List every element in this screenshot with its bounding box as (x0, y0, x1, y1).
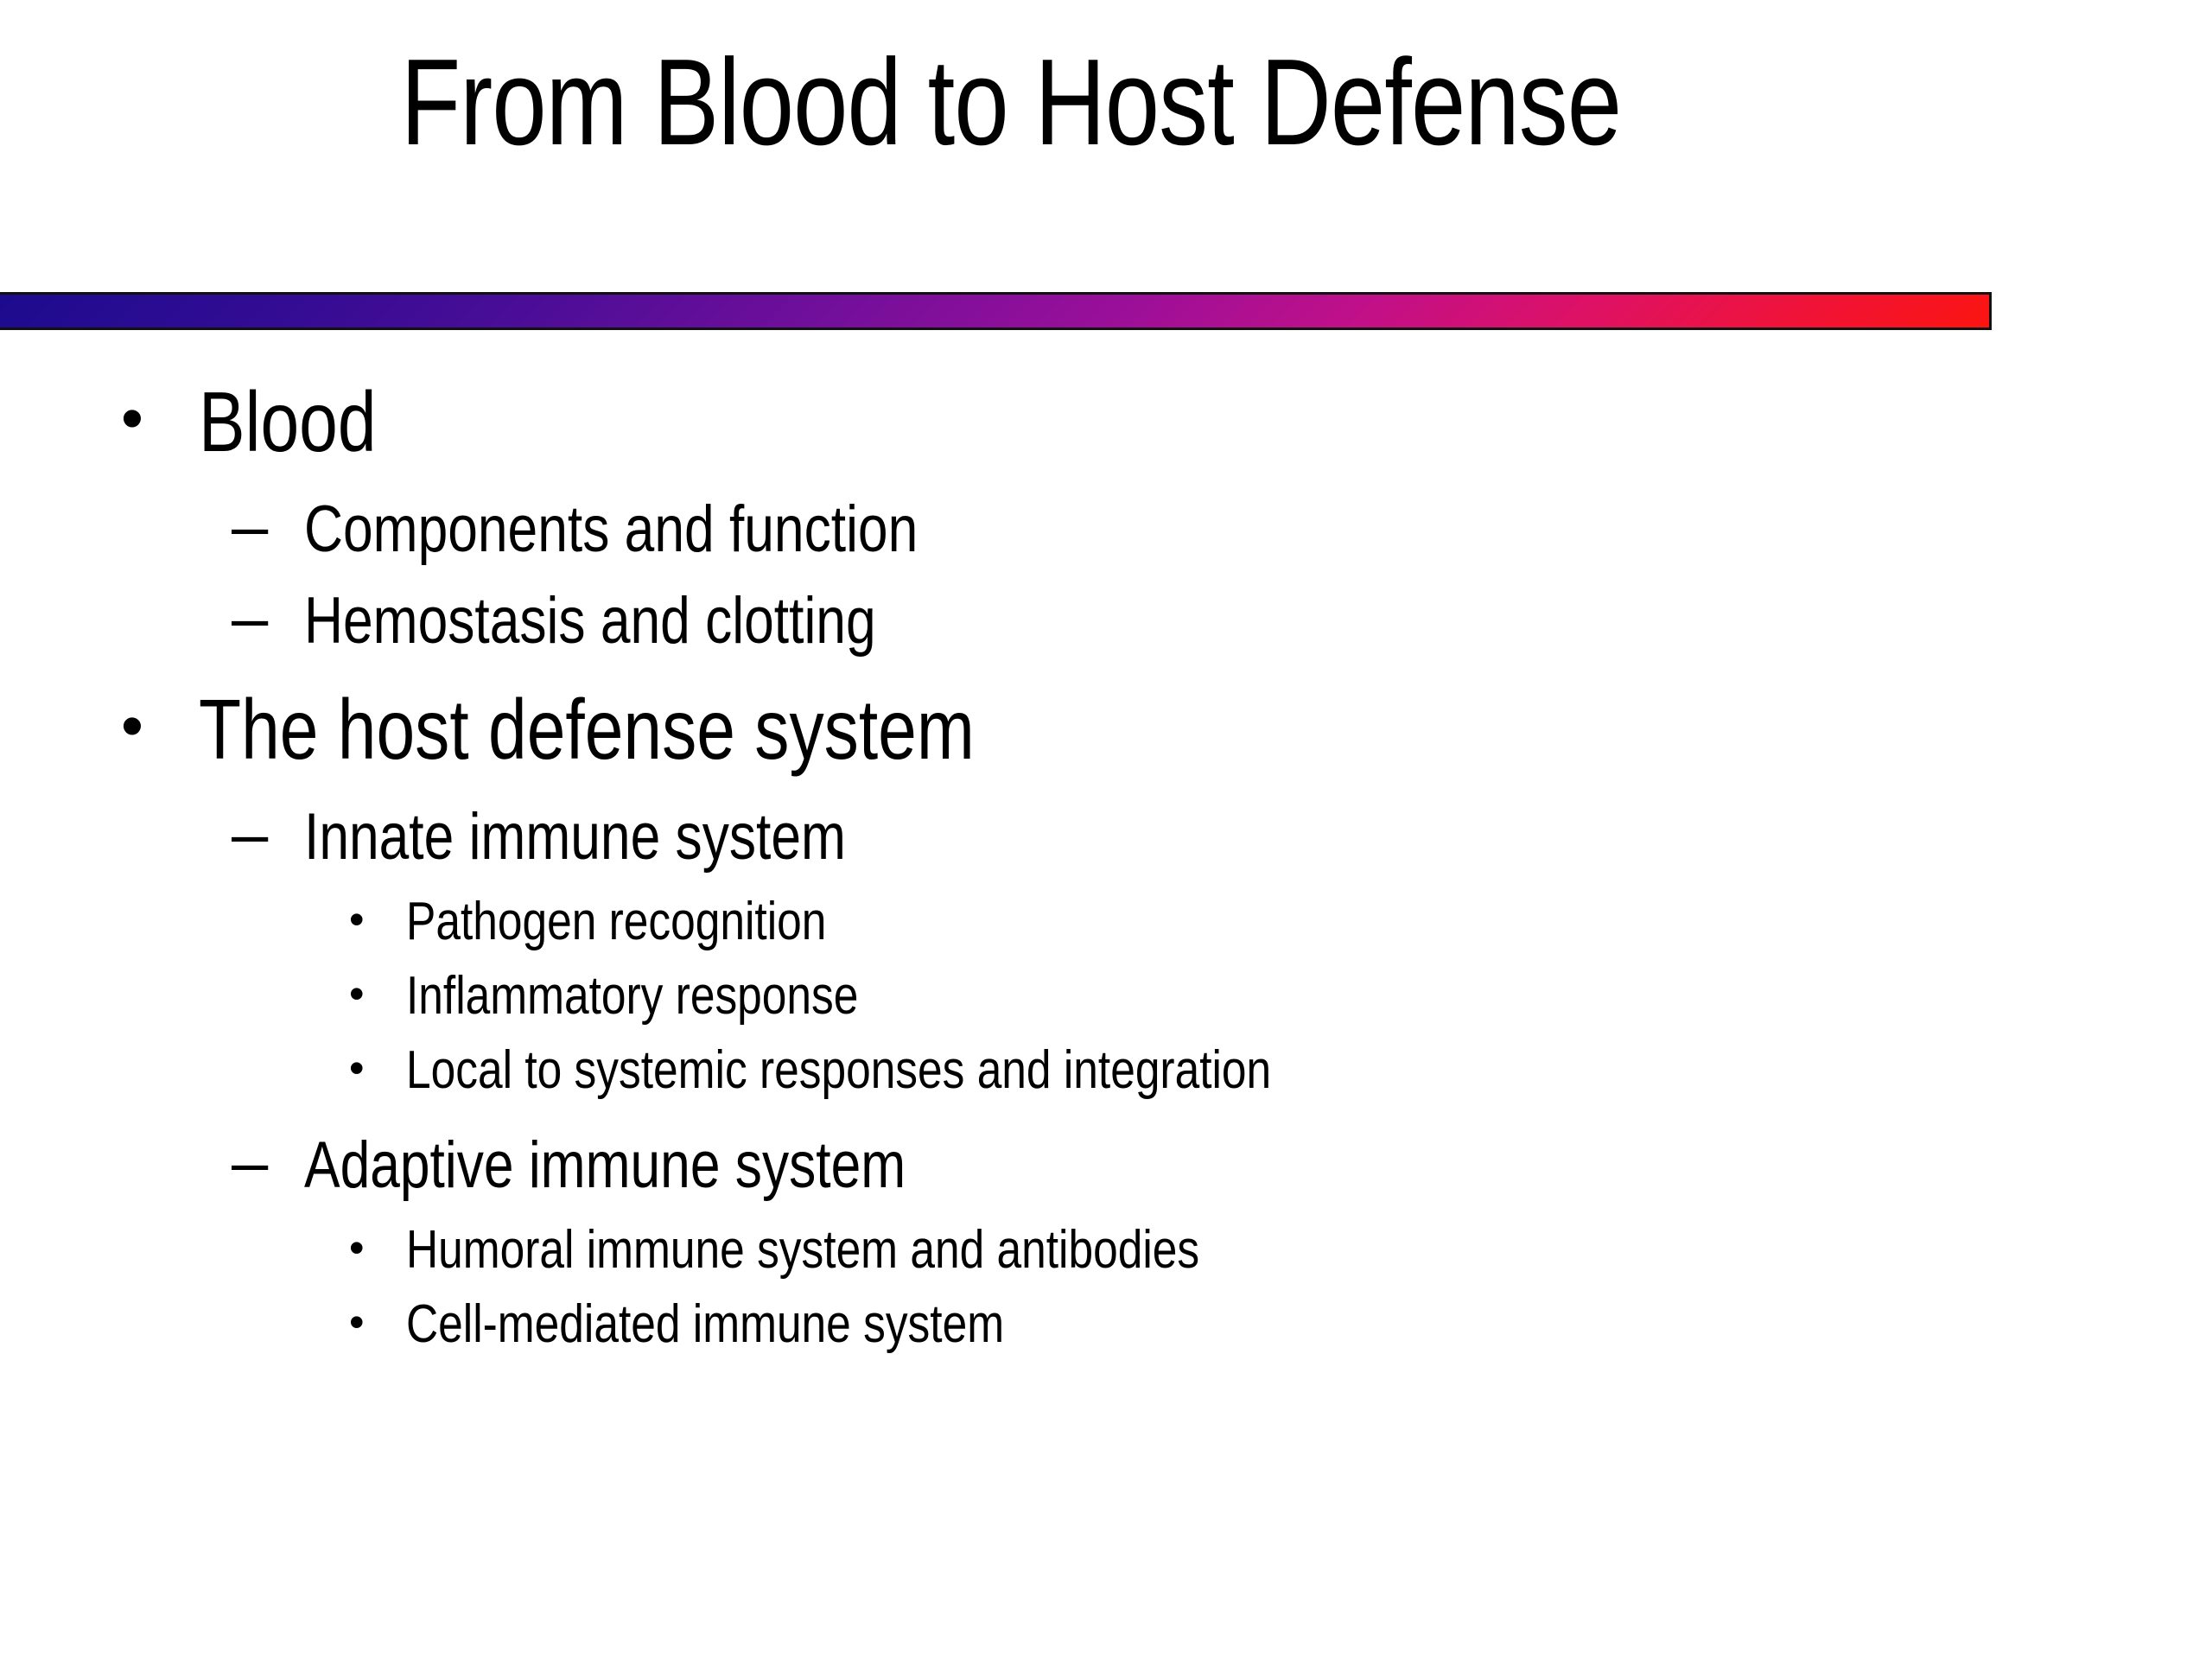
outline-item-level2: – Hemostasis and clotting (232, 577, 2212, 665)
bullet-dot-icon: • (349, 969, 365, 1018)
slide-title: From Blood to Host Defense (400, 34, 1622, 171)
outline-item-level3: • Local to systemic responses and integr… (349, 1033, 2212, 1108)
bullet-dot-icon: • (349, 895, 365, 944)
bullet-dot-icon: • (349, 1224, 365, 1272)
bullet-dot-icon: • (349, 1298, 365, 1346)
outline-item-text: Innate immune system (304, 800, 846, 874)
title-gradient-divider (0, 292, 1992, 330)
outline-item-level3: • Inflammatory response (349, 959, 2212, 1033)
outline-item-level3: • Pathogen recognition (349, 885, 2212, 959)
outline-item-text: Adaptive immune system (304, 1128, 906, 1202)
bullet-dash-icon: – (232, 582, 269, 655)
outline-item-text: Humoral immune system and antibodies (406, 1220, 1200, 1280)
slide-outline-list: • Blood – Components and function – Hemo… (0, 372, 2212, 1362)
outline-item-text: Hemostasis and clotting (304, 584, 876, 658)
outline-item-text: Local to systemic responses and integrat… (406, 1040, 1272, 1100)
bullet-dot-icon: • (121, 690, 143, 761)
bullet-dash-icon: – (232, 798, 269, 871)
outline-item-text: Cell-mediated immune system (406, 1294, 1005, 1354)
outline-item-level3: • Humoral immune system and antibodies (349, 1213, 2212, 1287)
bullet-dot-icon: • (349, 1044, 365, 1092)
outline-item-text: Inflammatory response (406, 966, 859, 1026)
outline-item-level3: • Cell-mediated immune system (349, 1287, 2212, 1362)
outline-item-text: The host defense system (199, 682, 975, 777)
outline-item-level2: – Innate immune system (232, 793, 2212, 881)
outline-item-level2: – Components and function (232, 486, 2212, 574)
bullet-dot-icon: • (121, 382, 143, 454)
outline-item-text: Pathogen recognition (406, 892, 827, 951)
outline-item-level2: – Adaptive immune system (232, 1122, 2212, 1210)
bullet-dash-icon: – (232, 490, 269, 563)
outline-item-level1: • The host defense system (121, 679, 2212, 779)
outline-item-level1: • Blood (121, 372, 2212, 472)
outline-item-text: Components and function (304, 493, 918, 566)
outline-item-text: Blood (199, 374, 377, 469)
bullet-dash-icon: – (232, 1126, 269, 1199)
